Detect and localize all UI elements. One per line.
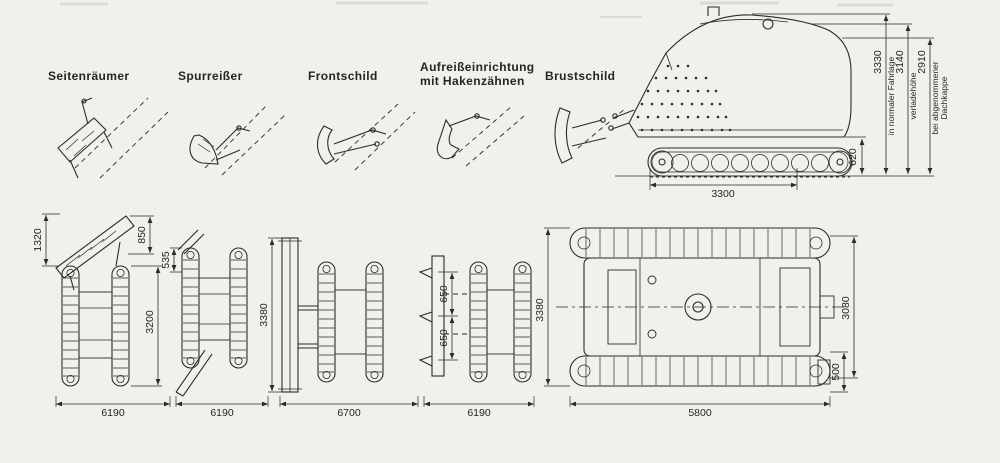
plan-view-vehicle (556, 227, 848, 387)
plan-view-frontschild (278, 237, 384, 393)
plan-view-seitenraeumer-dims: 1320 850 3200 6190 (32, 213, 171, 419)
vehicle-side-view (608, 6, 934, 178)
dim-3200: 3200 (144, 310, 156, 334)
vehicle-hull (628, 14, 852, 138)
dim-2910-note-line2: Dachkappe (939, 76, 949, 119)
dim-535: 535 (160, 251, 172, 269)
dim-6190-c: 6190 (467, 407, 491, 419)
dim-3080: 3080 (840, 296, 852, 320)
attachment-sketch-brustschild: Brustschild (545, 69, 627, 164)
dim-6190-a: 6190 (101, 407, 125, 419)
plan-view-seitenraeumer (55, 215, 135, 387)
track-assembly-side (647, 147, 853, 178)
attachment-sketch-seitenraeumer: Seitenräumer (48, 69, 169, 179)
dim-6190-b: 6190 (210, 407, 234, 419)
dim-3330: 3330 (872, 50, 884, 74)
plan-view-hakenzaehne-dims: 650 650 6190 (423, 271, 535, 419)
label-aufreisseinrichtung-line2: mit Hakenzähnen (420, 74, 525, 88)
dim-650-a: 650 (438, 285, 450, 303)
rivet-dots (636, 64, 732, 132)
dim-1320: 1320 (32, 228, 44, 252)
dim-5800: 5800 (688, 407, 712, 419)
dim-track-length: 3300 (711, 188, 735, 200)
attachment-sketch-frontschild: Frontschild (308, 69, 416, 171)
plan-view-spurreisser (175, 229, 248, 397)
side-view-dimension-labels: 3300 620 3330 in normaler Fahrlage 3140 … (711, 50, 949, 200)
dim-3330-note: in normaler Fahrlage (886, 57, 896, 136)
dim-850: 850 (136, 226, 148, 244)
label-aufreisseinrichtung-line1: Aufreißeinrichtung (420, 60, 535, 74)
plan-view-frontschild-dims: 3380 6700 (258, 237, 419, 419)
dim-3380-blade: 3380 (258, 303, 270, 327)
attachment-sketch-spurreisser: Spurreißer (178, 69, 286, 176)
side-view-dimensions (649, 13, 934, 190)
plan-view-hakenzaehne (418, 255, 532, 383)
dim-3380-overall: 3380 (534, 298, 546, 322)
label-frontschild: Frontschild (308, 69, 378, 83)
dim-3140: 3140 (894, 50, 906, 74)
dim-650-b: 650 (438, 329, 450, 347)
dim-2910-note-line1: bei abgenommener (930, 61, 940, 134)
dim-620: 620 (847, 148, 859, 166)
label-seitenraeumer: Seitenräumer (48, 69, 130, 83)
plan-view-spurreisser-dims: 535 6190 (160, 247, 269, 419)
dim-2910: 2910 (916, 50, 928, 74)
dim-6700: 6700 (337, 407, 361, 419)
scan-artifacts (60, 1, 893, 18)
attachment-sketch-aufreisseinrichtung: Aufreißeinrichtung mit Hakenzähnen (420, 60, 535, 167)
dim-3140-note: verladehöhe (908, 72, 918, 119)
plan-view-vehicle-dims: 3380 3080 500 5800 (534, 227, 858, 419)
label-spurreisser: Spurreißer (178, 69, 243, 83)
dim-500: 500 (830, 363, 842, 381)
label-brustschild: Brustschild (545, 69, 615, 83)
